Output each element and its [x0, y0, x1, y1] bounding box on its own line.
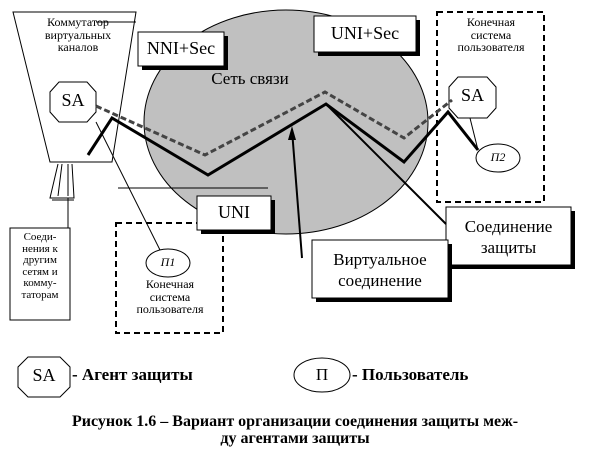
legend-p-text: - Пользователь	[352, 365, 469, 384]
network-label: Сеть связи	[211, 69, 289, 88]
end-system-left-label: Конечная система пользователя	[136, 277, 204, 317]
nni-box	[137, 31, 225, 67]
uni-box	[196, 195, 272, 231]
legend-sa-symbol: SA	[32, 365, 56, 385]
line-sa-to-p2	[469, 117, 479, 151]
nni-label: NNI+Sec	[146, 38, 216, 58]
pointer-arrowhead	[288, 126, 296, 140]
uni-label: UNI	[218, 202, 250, 222]
virtual-connection-path	[95, 90, 453, 157]
p2-label: П2	[490, 150, 506, 164]
pointer-virtual-connection	[291, 129, 303, 259]
p2-ellipse	[475, 143, 521, 173]
end-system-right-label: Конечная система пользователя	[457, 15, 525, 55]
secure-connection-box	[445, 206, 572, 266]
other-networks-box	[9, 227, 71, 321]
virtual-connection-box	[311, 239, 449, 299]
figure-caption: Рисунок 1.6 – Вариант организации соедин…	[71, 413, 519, 447]
line-sa-to-p1	[95, 121, 161, 251]
legend-p-symbol: П	[315, 365, 329, 384]
sa-label-right: SA	[460, 85, 484, 105]
legend-sa-text: - Агент защиты	[72, 365, 193, 384]
switch-ports	[49, 163, 75, 201]
p1-label: П1	[160, 255, 176, 269]
sa-octagon-right	[448, 76, 497, 119]
legend-p-ellipse	[293, 357, 351, 393]
virtual-connection-label: Виртуальное соединение	[333, 250, 427, 291]
other-networks-label: Соеди- нения к другим сетям и комму- тат…	[21, 231, 59, 301]
p1-ellipse	[145, 248, 191, 278]
pointer-secure-connection	[325, 103, 447, 225]
end-system-left-box	[115, 222, 224, 334]
uni-sec-box	[313, 15, 417, 53]
end-system-right-box	[436, 11, 545, 203]
legend-sa-octagon	[17, 356, 71, 398]
secure-connection-label: Соединение защиты	[464, 217, 553, 258]
sa-label-left: SA	[61, 90, 85, 110]
switch-label: Коммутатор виртуальных каналов	[44, 15, 112, 55]
uni-sec-label: UNI+Sec	[330, 23, 400, 43]
sa-octagon-left	[49, 81, 97, 123]
